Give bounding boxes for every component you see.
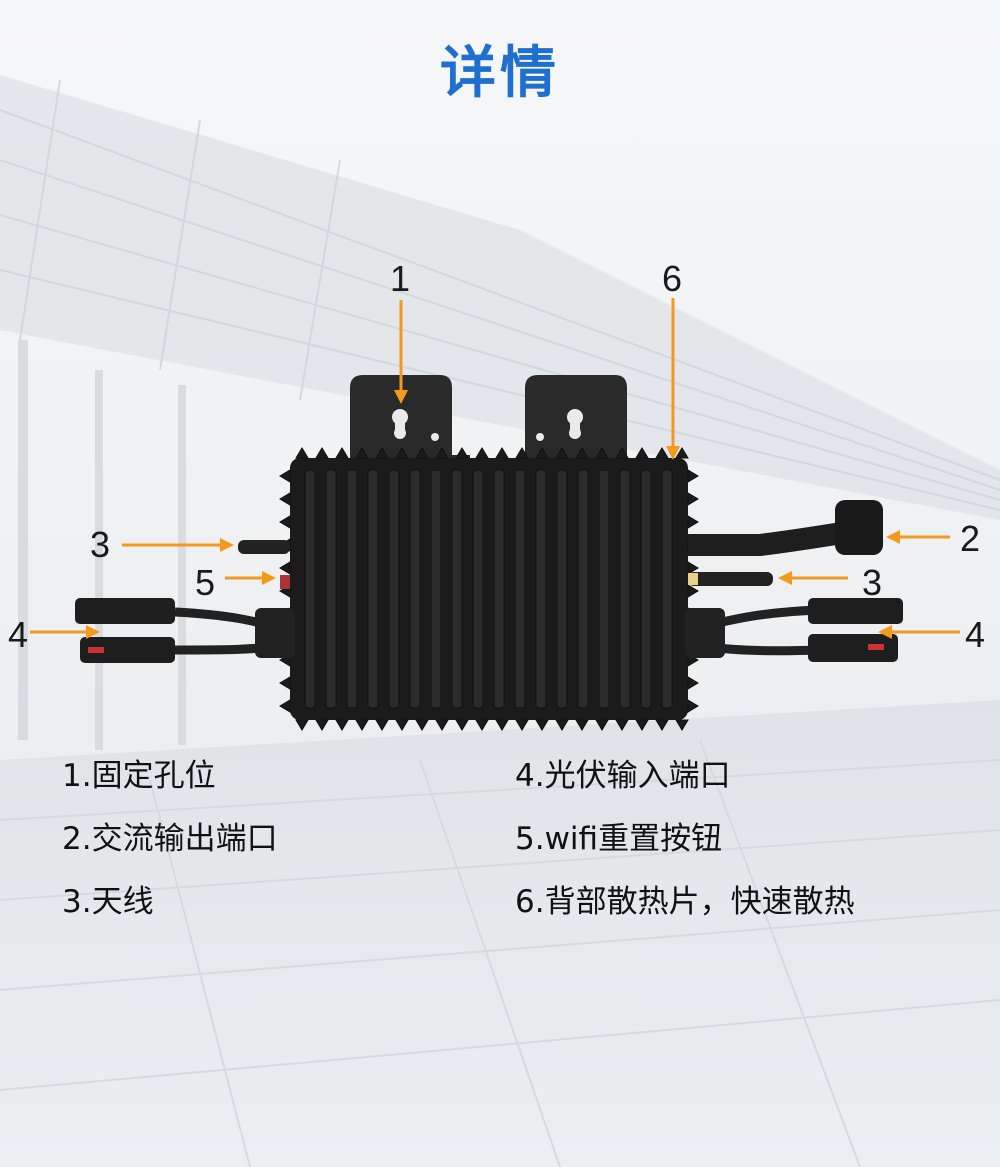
heatsink-tooth [635,719,649,731]
desc-antenna: 3.天线 [62,884,154,920]
heatsink-tooth [279,676,291,690]
heatsink-tooth [687,561,699,575]
heatsink-tooth [335,719,349,731]
heatsink-tooth [595,447,609,459]
heatsink-fin [577,469,589,709]
heatsink-tooth [315,447,329,459]
heatsink-fin [556,469,568,709]
heatsink-tooth [555,719,569,731]
pv-connector-left-1 [75,598,175,624]
heatsink-fin [409,469,421,709]
heatsink-fin [493,469,505,709]
heatsink-tooth [615,719,629,731]
heatsink-tooth [455,447,469,459]
heatsink-fin [346,469,358,709]
heatsink-tooth [279,515,291,529]
callout-label-3-right: 3 [862,562,883,603]
desc-pv-input: 4.光伏输入端口 [515,758,731,794]
heatsink-tooth [375,447,389,459]
callout-label-4-left: 4 [8,614,29,655]
heatsink-tooth [475,447,489,459]
heatsink-tooth [687,515,699,529]
heatsink-tooth [575,447,589,459]
ac-output-cable [688,519,862,556]
heatsink-tooth [435,447,449,459]
heatsink-tooth [555,447,569,459]
heatsink-fin [472,469,484,709]
heatsink-tooth [495,719,509,731]
heatsink-tooth [687,676,699,690]
callout-label-4-right: 4 [965,614,986,655]
pv-connector-left-2 [80,637,175,663]
pv-connector-right-1 [808,598,903,624]
heatsink-tooth [475,719,489,731]
heatsink-fin [430,469,442,709]
heatsink-tooth [687,584,699,598]
antenna-right [688,572,773,586]
heatsink-tooth [687,492,699,506]
heatsink-tooth [575,719,589,731]
heatsink-fin [451,469,463,709]
heatsink-tooth [515,447,529,459]
heatsink-tooth [295,719,309,731]
heatsink-fin [535,469,547,709]
pv-connector-right-2 [808,634,898,662]
heatsink-tooth [655,447,669,459]
heatsink-fin [640,469,652,709]
heatsink-tooth [595,719,609,731]
callout-label-1: 1 [390,258,411,299]
heatsink-fin [367,469,379,709]
heatsink-tooth [335,447,349,459]
heatsink-tooth [279,561,291,575]
callout-label-5: 5 [195,562,216,603]
heatsink-fin [304,469,316,709]
heatsink-fin [325,469,337,709]
heatsink-tooth [615,447,629,459]
heatsink-fin [598,469,610,709]
heatsink-tooth [279,699,291,713]
heatsink-tooth [315,719,329,731]
ac-output-connector [835,500,883,555]
heatsink-fin [661,469,673,709]
mounting-bracket-left [350,375,470,465]
heatsink-tooth [415,719,429,731]
heatsink-fin [514,469,526,709]
heatsink-tooth [415,447,429,459]
heatsink-tooth [515,719,529,731]
heatsink-tooth [295,447,309,459]
heatsink-tooth [635,447,649,459]
heatsink-tooth [535,719,549,731]
heatsink-tooth [375,719,389,731]
desc-mounting-holes: 1.固定孔位 [62,758,216,794]
desc-ac-output: 2.交流输出端口 [62,821,278,857]
heatsink-tooth [687,469,699,483]
heatsink-tooth [279,492,291,506]
desc-wifi-reset: 5.wifi重置按钮 [515,821,723,857]
heatsink-tooth [655,719,669,731]
callout-label-6: 6 [662,258,683,299]
heatsink-tooth [395,719,409,731]
callout-label-2: 2 [960,518,981,559]
heatsink-tooth [687,699,699,713]
heatsink-tooth [495,447,509,459]
heatsink-tooth [675,719,689,731]
desc-heatsink: 6.背部散热片，快速散热 [515,884,855,920]
heatsink-fin [388,469,400,709]
heatsink-tooth [355,719,369,731]
heatsink-tooth [395,447,409,459]
heatsink-tooth [675,447,689,459]
heatsink-tooth [455,719,469,731]
heatsink-tooth [535,447,549,459]
callout-label-3-left: 3 [90,524,111,565]
page-title: 详情 [440,41,560,106]
heatsink-fin [619,469,631,709]
heatsink-tooth [355,447,369,459]
heatsink-tooth [279,469,291,483]
antenna-left [238,540,290,554]
heatsink-tooth [435,719,449,731]
